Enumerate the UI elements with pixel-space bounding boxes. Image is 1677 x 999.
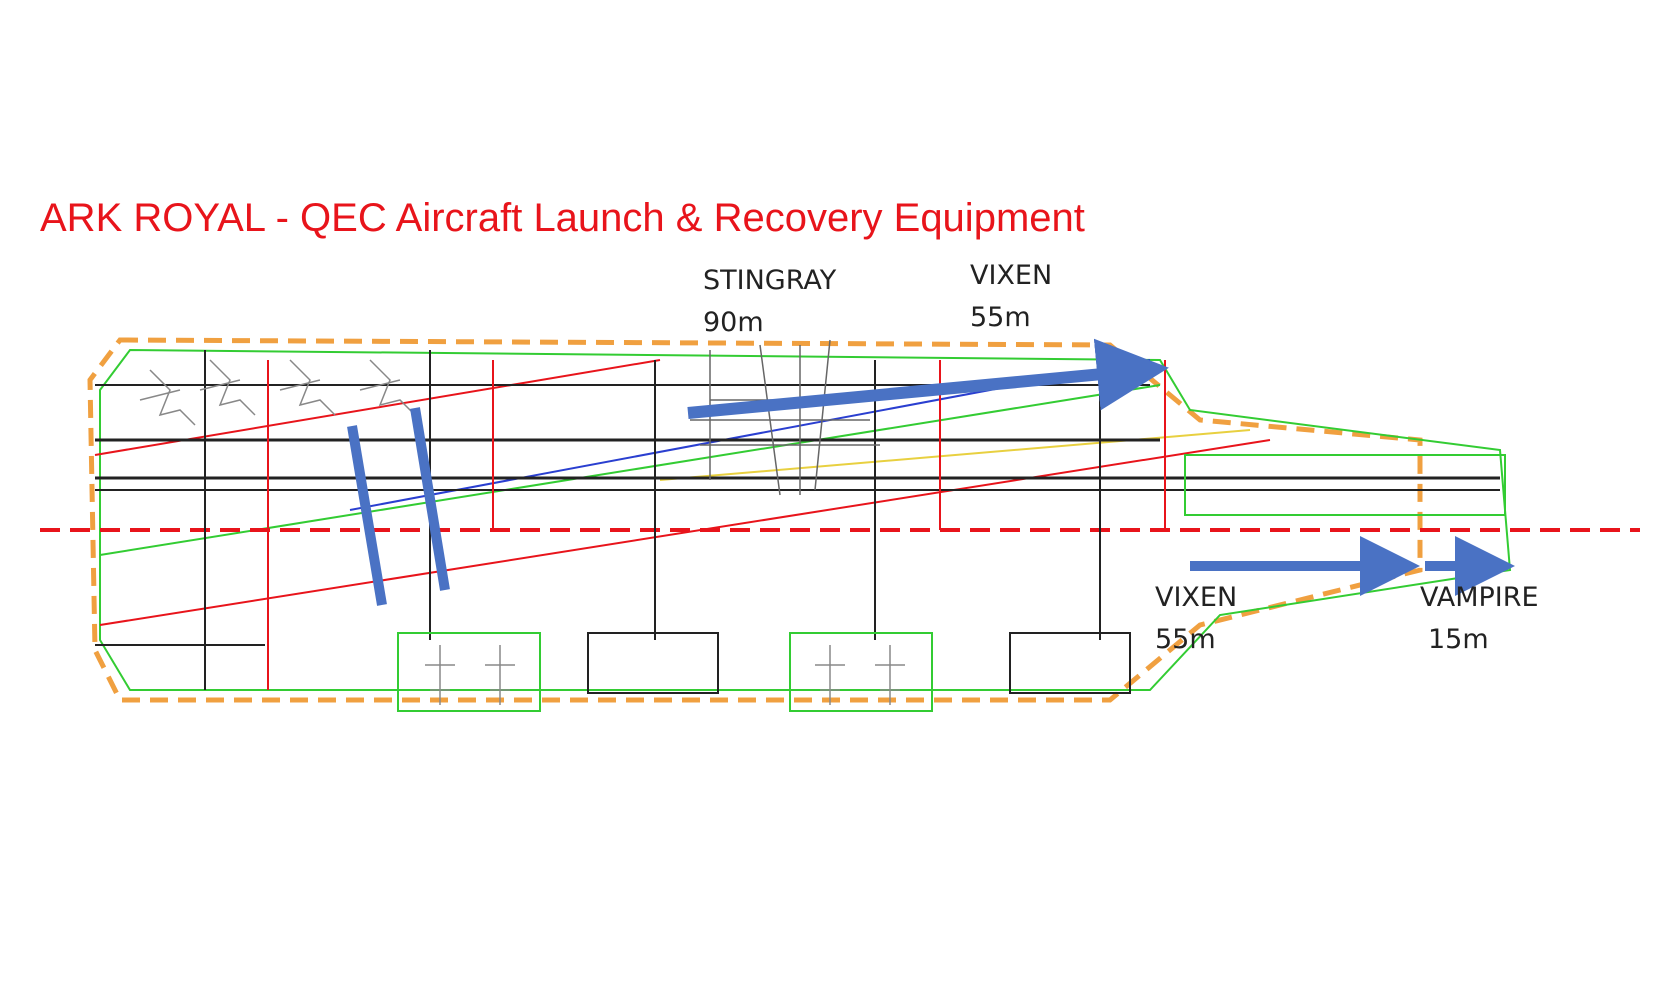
label-vixen-bottom-name: VIXEN bbox=[1155, 582, 1238, 613]
angled-line-red-2 bbox=[99, 439, 1271, 626]
label-vixen-top-dist: 55m bbox=[970, 302, 1031, 333]
workshop-1 bbox=[587, 632, 719, 694]
lift-bay-1 bbox=[397, 632, 541, 712]
diagram-title: ARK ROYAL - QEC Aircraft Launch & Recove… bbox=[40, 196, 1085, 240]
workshop-2 bbox=[1009, 632, 1131, 694]
arrestor-bar-2 bbox=[410, 407, 450, 591]
label-vampire-dist: 15m bbox=[1428, 624, 1489, 655]
helicopter-cluster bbox=[690, 339, 880, 496]
stingray-launch-arrow bbox=[687, 338, 1169, 419]
deck-outline bbox=[99, 348, 1512, 691]
angled-line-yellow bbox=[659, 429, 1251, 481]
arrestor-bar-1 bbox=[347, 425, 387, 606]
parked-aircraft-group bbox=[139, 359, 905, 705]
deck-edge bbox=[87, 337, 1423, 703]
label-vixen-bottom-dist: 55m bbox=[1155, 624, 1216, 655]
label-stingray-dist: 90m bbox=[703, 307, 764, 338]
lift-bay-2 bbox=[789, 632, 933, 712]
label-vixen-top-name: VIXEN bbox=[970, 260, 1053, 291]
island-outline bbox=[1184, 454, 1506, 516]
angled-line-green bbox=[99, 384, 1161, 556]
label-stingray-name: STINGRAY bbox=[703, 265, 837, 296]
label-vampire-name: VAMPIRE bbox=[1420, 582, 1539, 613]
